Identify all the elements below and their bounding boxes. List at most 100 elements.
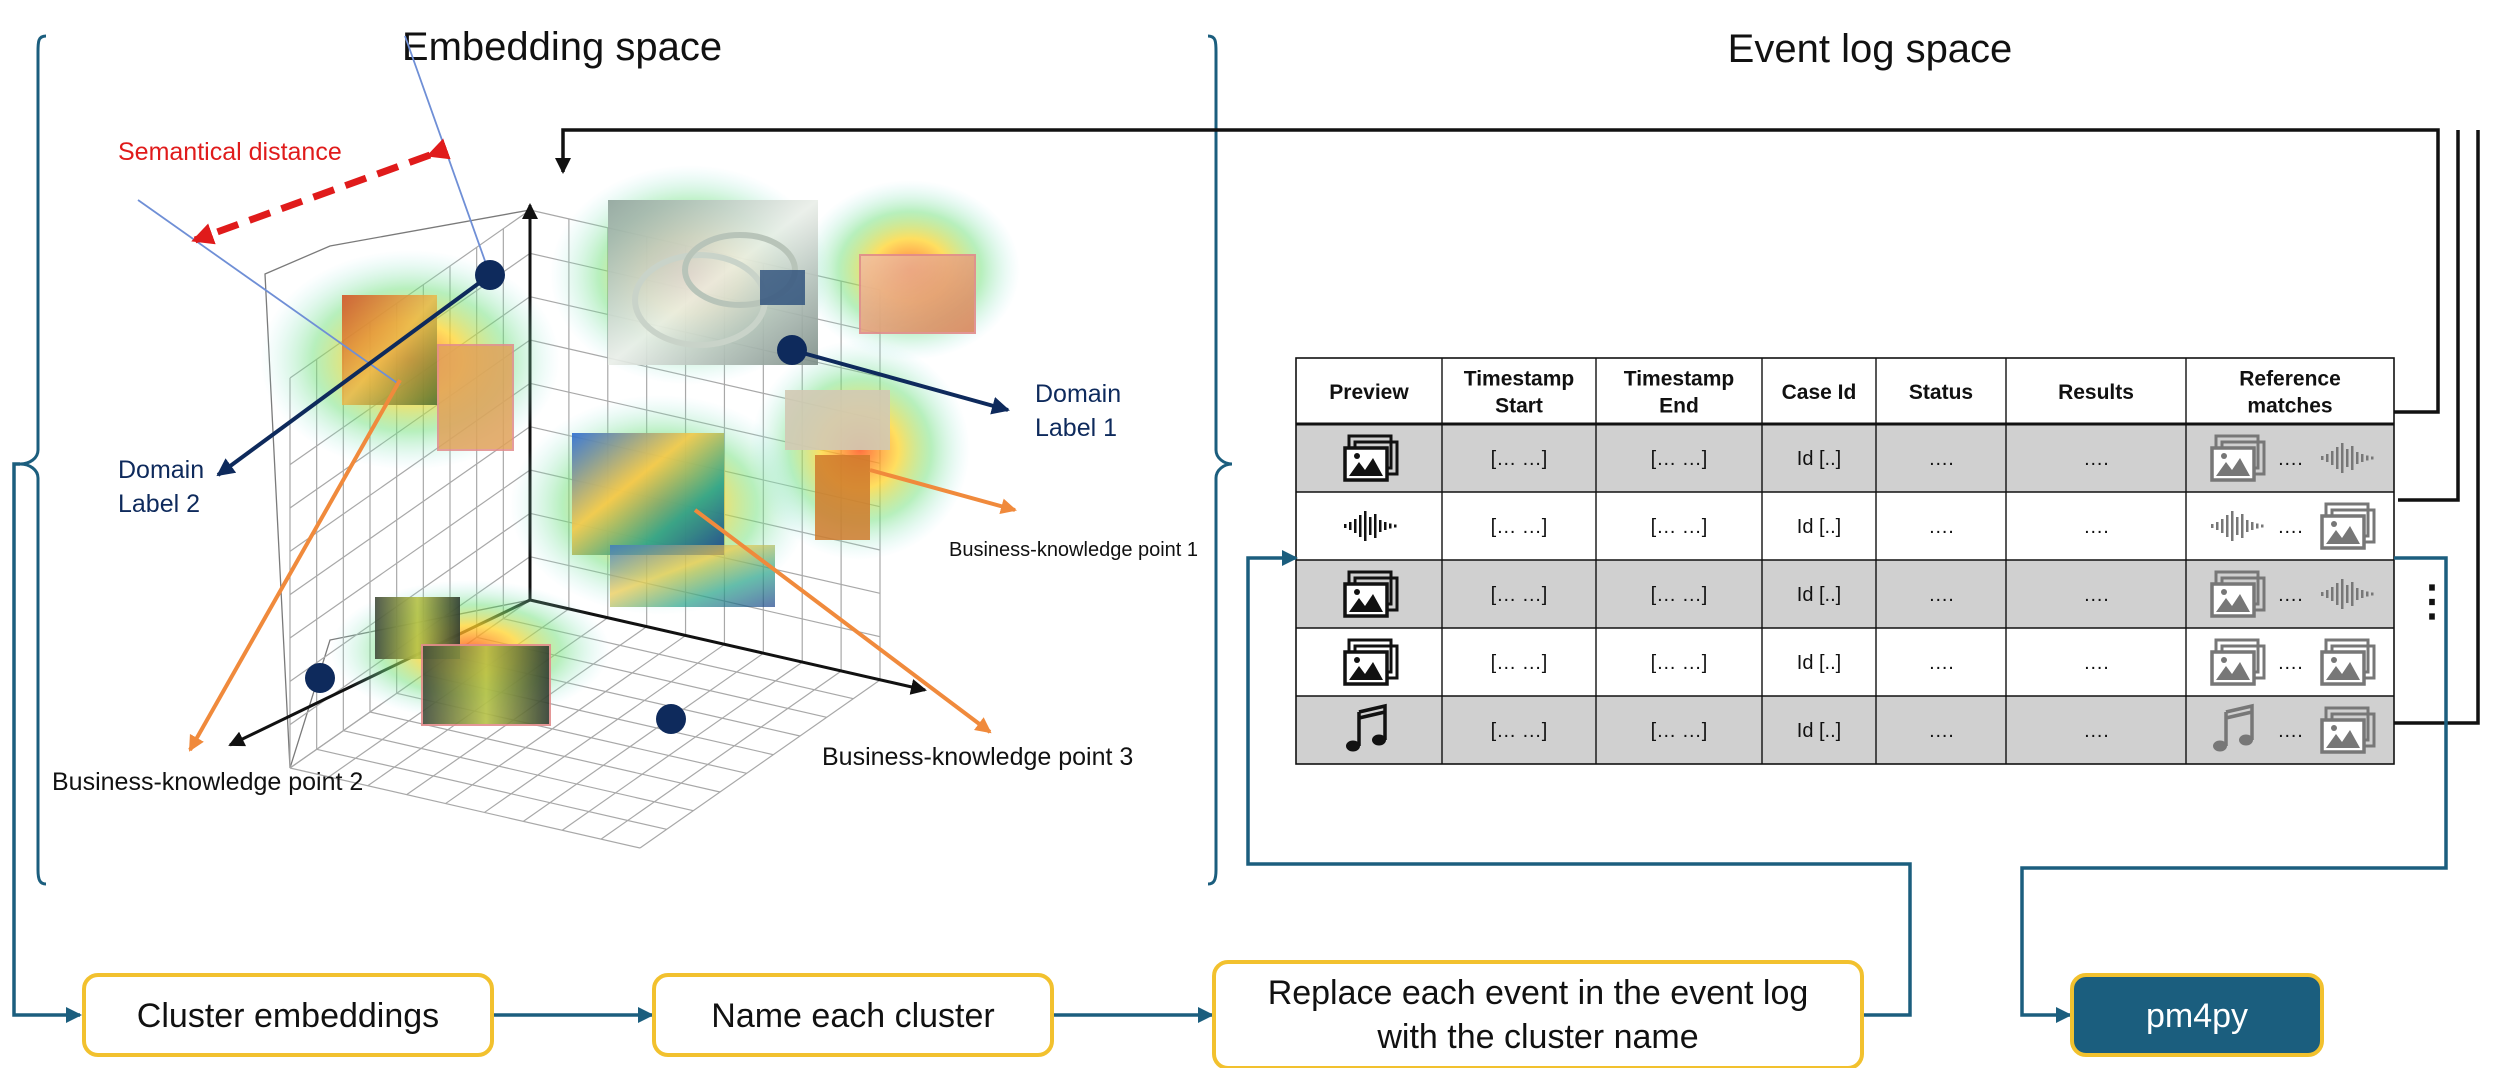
table-header-cell: Case Id	[1782, 381, 1857, 404]
table-cell: [… …]	[1491, 448, 1548, 470]
pm4py-label: pm4py	[2146, 997, 2248, 1035]
reference-separator: ….	[2277, 652, 2303, 674]
bk-point-3-label: Business-knowledge point 3	[822, 743, 1133, 771]
table-cell: [… …]	[1651, 448, 1708, 470]
table-cell: ….	[2083, 720, 2109, 742]
right-brace	[1207, 34, 1233, 886]
table-cell: [… …]	[1651, 516, 1708, 538]
thumb-chip	[760, 270, 805, 305]
table-cell: ….	[1928, 448, 1954, 470]
table-cell: ….	[2083, 584, 2109, 606]
reference-separator: ….	[2277, 516, 2303, 538]
table-row	[1296, 696, 2394, 764]
cluster-embeddings-step: Cluster embeddings	[82, 973, 494, 1057]
reference-separator: ….	[2277, 584, 2303, 606]
audio-wave-icon	[2321, 443, 2374, 473]
image-stack-icon	[2210, 570, 2266, 618]
table-header-cell: Status	[1909, 381, 1973, 404]
bk-point-3-arrow	[693, 508, 992, 734]
embedding-space-title: Embedding space	[402, 25, 722, 69]
replace-event-line1: Replace each event in the event log	[1268, 974, 1809, 1012]
image-stack-icon	[2320, 638, 2376, 686]
table-header-cell: Start	[1495, 395, 1543, 418]
reference-separator: ….	[2277, 720, 2303, 742]
name-each-cluster-label: Name each cluster	[711, 997, 994, 1035]
music-note-icon	[2213, 703, 2254, 752]
table-cell: Id [..]	[1797, 516, 1841, 538]
table-header-cell: Timestamp	[1624, 368, 1735, 391]
table-header-cell: matches	[2247, 395, 2332, 418]
replace-event-step: Replace each event in the event log with…	[1212, 960, 1864, 1068]
audio-wave-icon	[1344, 511, 1397, 541]
bk-point-1-arrow	[869, 468, 1017, 514]
y-axis-right	[529, 598, 927, 695]
reference-separator: ….	[2277, 448, 2303, 470]
table-cell: [… …]	[1491, 720, 1548, 742]
bk-point-2-arrow	[188, 379, 402, 752]
feedback-lines	[555, 128, 2480, 725]
replace-event-line2: with the cluster name	[1376, 1018, 1698, 1056]
audio-wave-icon	[2211, 511, 2264, 541]
table-cell: ….	[1928, 584, 1954, 606]
cluster-embeddings-label: Cluster embeddings	[137, 997, 439, 1035]
table-cell: Id [..]	[1797, 584, 1841, 606]
name-each-cluster-step: Name each cluster	[652, 973, 1054, 1057]
pipeline-connectors	[12, 462, 2448, 1023]
semantic-line-2	[137, 199, 401, 386]
domain-label-2-line1: Domain	[118, 456, 204, 484]
table-cell: [… …]	[1491, 652, 1548, 674]
table-cell: ….	[2083, 448, 2109, 470]
semantic-distance-arrow	[191, 138, 451, 245]
table-header-cell: Results	[2058, 381, 2134, 404]
embedding-point-domain2	[475, 260, 505, 290]
table-header-cell: End	[1659, 395, 1699, 418]
thumb-phone	[859, 254, 976, 334]
table-cell: ….	[1928, 516, 1954, 538]
table-cell: [… …]	[1491, 516, 1548, 538]
embedding-point-domain1	[777, 335, 807, 365]
table-cell: Id [..]	[1797, 448, 1841, 470]
thumb-board	[572, 433, 724, 555]
table-cell: ….	[1928, 652, 1954, 674]
domain-label-1-line1: Domain	[1035, 380, 1121, 408]
image-stack-icon	[1343, 434, 1399, 482]
embedding-point-bottom-right	[656, 704, 686, 734]
table-cell: [… …]	[1651, 584, 1708, 606]
image-stack-icon	[2210, 638, 2266, 686]
bk-point-2-label: Business-knowledge point 2	[52, 768, 363, 796]
music-note-icon	[1346, 703, 1387, 752]
image-stack-icon	[2320, 706, 2376, 754]
image-stack-icon	[1343, 570, 1399, 618]
image-stack-icon	[2210, 434, 2266, 482]
table-header-cell: Reference	[2239, 368, 2341, 391]
table-cell: ….	[2083, 652, 2109, 674]
table-header-cell: Preview	[1329, 381, 1409, 404]
thumb-connectors2	[421, 644, 551, 726]
pm4py-step: pm4py	[2070, 973, 2324, 1057]
embedding-point-bottom-left	[305, 663, 335, 693]
table-cell: ….	[2083, 516, 2109, 538]
table-cell: [… …]	[1651, 652, 1708, 674]
photo-thumbnails	[342, 200, 976, 726]
image-stack-icon	[2320, 502, 2376, 550]
table-cell: [… …]	[1491, 584, 1548, 606]
table-cell: Id [..]	[1797, 720, 1841, 742]
thumb-screwdriver	[785, 390, 890, 450]
table-row	[1296, 492, 2394, 560]
thumb-pliers	[815, 455, 870, 540]
bk-point-1-label: Business-knowledge point 1	[949, 539, 1198, 561]
table-header-cell: Timestamp	[1464, 368, 1575, 391]
domain-label-1-line2: Label 1	[1035, 414, 1117, 442]
audio-wave-icon	[2321, 579, 2374, 609]
semantic-distance-label: Semantical distance	[118, 138, 342, 166]
image-stack-icon	[1343, 638, 1399, 686]
semantic-line-1	[404, 35, 491, 276]
domain-label-1-arrow	[791, 348, 1010, 415]
event-log-space-title: Event log space	[1728, 27, 2013, 71]
domain-label-2-arrow	[216, 273, 492, 477]
left-brace	[19, 34, 47, 886]
domain-label-2-line2: Label 2	[118, 490, 200, 518]
